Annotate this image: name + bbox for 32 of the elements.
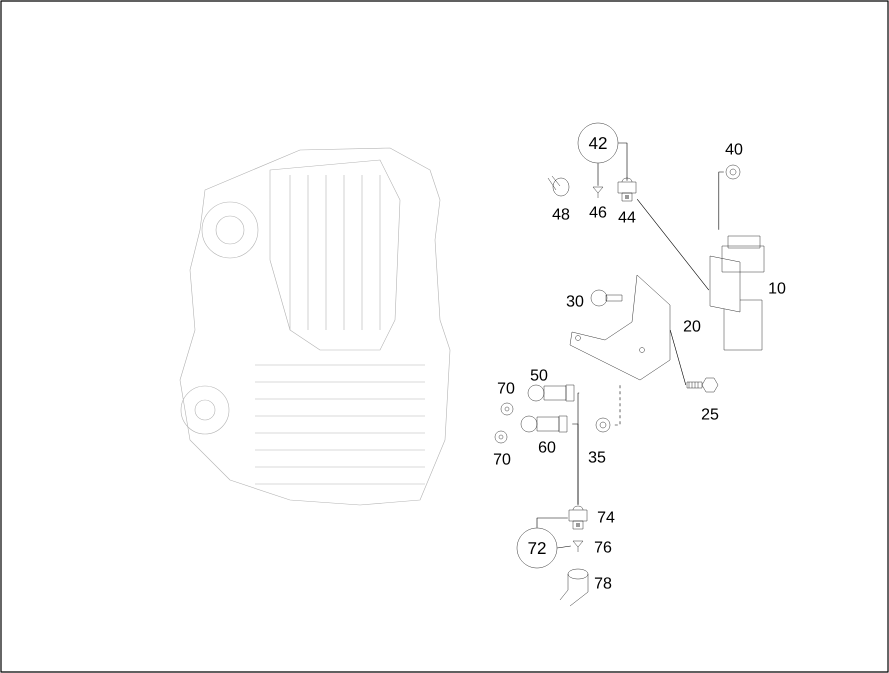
part-number: 78 xyxy=(594,577,612,589)
part-number: 50 xyxy=(530,369,548,381)
leader-line xyxy=(670,330,686,386)
connector-drawing xyxy=(618,178,636,202)
part-number: 74 xyxy=(598,512,614,522)
leader-line xyxy=(618,142,628,182)
leader-line xyxy=(556,546,572,548)
valve-insert-drawing xyxy=(572,540,584,552)
leader-line xyxy=(614,384,620,426)
nut-drawing xyxy=(596,418,610,432)
part-number: 35 xyxy=(588,451,606,463)
part-number: 44 xyxy=(618,212,636,222)
leader-line xyxy=(536,518,568,528)
leader-line xyxy=(636,198,710,290)
part-number: 30 xyxy=(566,295,584,307)
part-number: 70 xyxy=(494,453,510,465)
part-number: 60 xyxy=(538,441,556,453)
connector-drawing xyxy=(568,506,588,530)
switch-drawing xyxy=(528,384,574,402)
leader-line xyxy=(572,424,578,506)
solenoid-valve-drawing xyxy=(710,236,764,350)
part-number: 25 xyxy=(702,408,718,420)
leader-line xyxy=(718,172,724,230)
part-number: 20 xyxy=(684,320,700,332)
valve-insert-drawing xyxy=(592,186,604,198)
nut-drawing xyxy=(726,164,740,180)
part-number: 46 xyxy=(589,206,606,218)
bolt-drawing xyxy=(686,378,718,392)
part-number: 70 xyxy=(498,382,514,394)
part-number: 48 xyxy=(552,208,570,220)
part-number: 76 xyxy=(594,541,612,553)
switch-drawing xyxy=(520,416,568,432)
